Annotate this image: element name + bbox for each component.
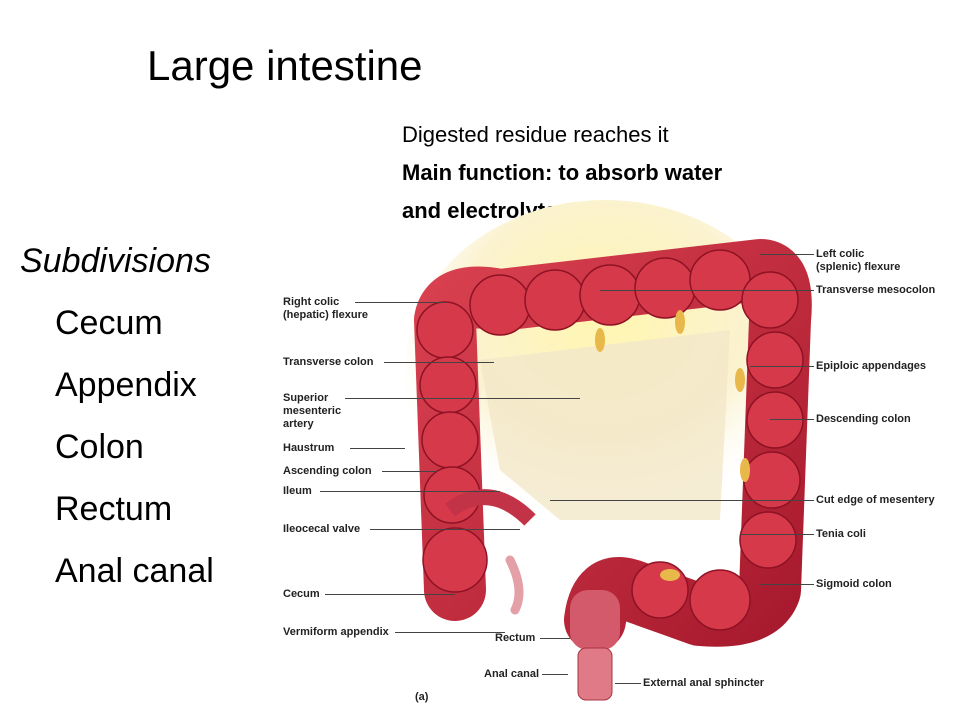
label-cecum: Cecum [283,588,320,600]
label-right-colic-flexure: Right colic (hepatic) flexure [283,296,368,321]
label-ascending-colon: Ascending colon [283,465,372,477]
leader-line [395,632,505,633]
label-transverse-mesocolon: Transverse mesocolon [816,284,936,296]
list-item: Colon [55,428,144,466]
intro-line: Digested residue reaches it [402,122,669,147]
label-left-colic-flexure: Left colic (splenic) flexure [816,248,901,273]
leader-line [550,500,814,501]
leader-line [542,674,568,675]
label-transverse-colon: Transverse colon [283,356,374,368]
subdivisions-list: Subdivisions Cecum Appendix Colon Rectum… [20,242,214,614]
leader-line [384,362,494,363]
leader-line [770,419,814,420]
leader-line [740,534,814,535]
label-rectum: Rectum [495,632,536,644]
label-anal-canal: Anal canal [484,668,540,680]
leader-line [325,594,455,595]
leader-line [345,398,580,399]
leader-line [370,529,520,530]
mesentery [480,330,730,520]
list-item: Cecum [55,304,163,342]
label-ileum: Ileum [283,485,312,497]
list-item: Anal canal [55,552,214,590]
leader-line [320,491,500,492]
label-ileocecal-valve: Ileocecal valve [283,523,361,535]
leader-line [540,638,570,639]
label-cut-edge-of-mesentery: Cut edge of mesentery [816,494,935,506]
figure-labels: Right colic (hepatic) flexure Transverse… [260,220,960,720]
label-superior-mesenteric-artery: Superior mesenteric artery [283,392,342,430]
leader-line [750,366,814,367]
leader-line [615,683,641,684]
figure-panel-label: (a) [415,691,429,703]
leader-line [382,471,437,472]
label-sigmoid-colon: Sigmoid colon [816,578,892,590]
list-item: Appendix [55,366,197,404]
leader-line [355,302,445,303]
slide-title: Large intestine [147,42,423,89]
list-item: Rectum [55,490,173,528]
label-external-anal-sphincter: External anal sphincter [643,677,765,689]
label-tenia-coli: Tenia coli [816,528,866,540]
label-descending-colon: Descending colon [816,413,911,425]
epiploic-appendages [595,310,750,581]
subdivisions-heading: Subdivisions [20,242,211,280]
intro-text: Digested residue reaches it Main functio… [402,116,722,230]
label-vermiform-appendix: Vermiform appendix [283,626,389,638]
appendix [505,555,524,615]
leader-line [350,448,405,449]
label-epiploic-appendages: Epiploic appendages [816,360,927,372]
ileum [445,489,536,526]
label-haustrum: Haustrum [283,442,335,454]
leader-line [760,584,814,585]
anal-canal [577,647,613,701]
main-function-line: Main function: to absorb water [402,160,723,185]
leader-line [760,254,814,255]
rectum [570,590,620,650]
leader-line [600,290,814,291]
